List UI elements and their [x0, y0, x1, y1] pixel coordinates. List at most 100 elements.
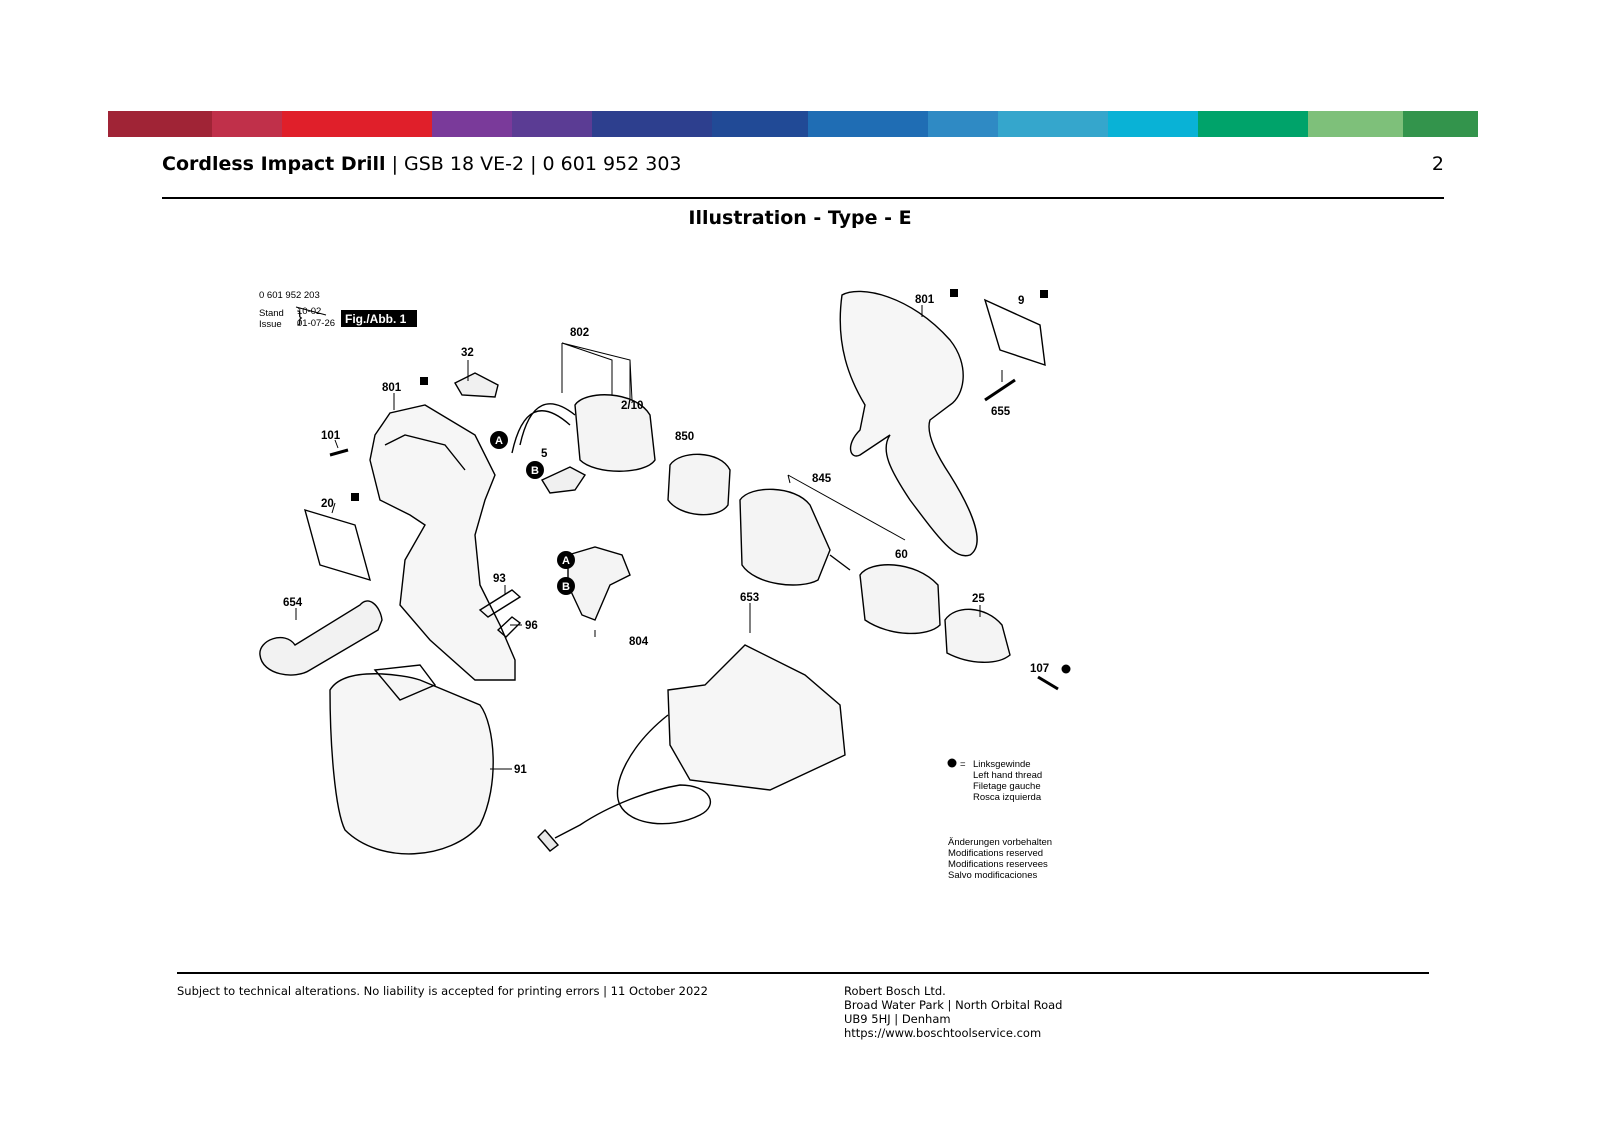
gear-ring-850	[667, 453, 731, 516]
marker-square-icon	[1040, 290, 1048, 298]
callout-801-left: 801	[382, 382, 402, 394]
connector-a-label: A	[495, 435, 503, 447]
band-segment	[1198, 111, 1308, 137]
band-segment	[1108, 111, 1198, 137]
fig-label-box	[341, 310, 417, 327]
diagram-code: 0 601 952 203	[259, 290, 320, 301]
brace-icon: }	[297, 309, 303, 326]
callout-101: 101	[321, 430, 341, 442]
connector-a-label: A	[562, 555, 570, 567]
callout-60: 60	[895, 549, 908, 561]
charger-cable	[554, 714, 712, 839]
leader-802	[561, 342, 633, 401]
address-line: UB9 5HJ | Denham	[844, 1012, 951, 1026]
connector-b-label: B	[531, 465, 539, 477]
address-line: Broad Water Park | North Orbital Road	[844, 998, 1063, 1012]
callout-845: 845	[812, 473, 832, 485]
footer-address: Robert Bosch Ltd. Broad Water Park | Nor…	[844, 984, 1062, 1040]
callout-96: 96	[525, 620, 538, 632]
drill-housing-right	[839, 290, 978, 557]
leader-845	[787, 474, 906, 541]
part-96	[496, 616, 522, 638]
marker-square-icon	[420, 377, 428, 385]
legend-equals: =	[960, 759, 966, 770]
connector-a-badge	[557, 551, 575, 569]
battery-contact	[373, 664, 437, 701]
strike-icon	[295, 306, 327, 316]
band-segment	[712, 111, 808, 137]
band-segment	[212, 111, 282, 137]
legend-line: Left hand thread	[973, 770, 1042, 781]
screw-101	[329, 448, 349, 457]
legend-line: Filetage gauche	[973, 781, 1041, 792]
leader-101	[334, 439, 339, 449]
footer-rule	[177, 972, 1429, 974]
callout-804: 804	[629, 636, 649, 648]
callout-802: 802	[570, 327, 589, 339]
screw-655	[984, 378, 1016, 402]
spindle	[829, 554, 851, 571]
part-5	[540, 466, 587, 494]
callout-25: 25	[972, 593, 985, 605]
exploded-parts-diagram: 0 601 952 203 Stand Issue } 10-02 01-07-…	[259, 289, 1071, 881]
leader-20	[331, 502, 336, 514]
band-segment	[1308, 111, 1403, 137]
document-header: Cordless Impact Drill | GSB 18 VE-2 | 0 …	[162, 150, 1444, 184]
brand-color-band	[108, 111, 1478, 137]
notes-line: Modifications reservees	[948, 859, 1048, 870]
connector-b-badge	[557, 577, 575, 595]
fig-label: Fig./Abb. 1	[345, 312, 407, 326]
band-segment	[282, 111, 432, 137]
callout-653: 653	[740, 592, 759, 604]
part-93	[478, 589, 522, 618]
gearbox-845	[739, 488, 831, 586]
notes-line: Modifications reserved	[948, 848, 1043, 859]
legend-line: Rosca izquierda	[973, 792, 1042, 803]
callout-107: 107	[1030, 663, 1049, 675]
company-name: Robert Bosch Ltd.	[844, 984, 946, 998]
callout-9: 9	[1018, 295, 1024, 307]
plug-icon	[537, 828, 560, 852]
callout-801-right: 801	[915, 294, 935, 306]
drill-housing-left	[369, 404, 516, 681]
clutch-60	[859, 564, 941, 635]
page-number: 2	[1431, 153, 1444, 175]
footer-disclaimer: Subject to technical alterations. No lia…	[177, 984, 708, 998]
label-plate-20	[303, 508, 372, 582]
band-segment	[808, 111, 928, 137]
callout-91: 91	[514, 764, 527, 776]
issue-label: Issue	[259, 319, 282, 330]
connector-b-label: B	[562, 581, 570, 593]
cap-32	[454, 372, 499, 398]
product-name: Cordless Impact Drill	[162, 153, 386, 175]
band-segment	[1403, 111, 1478, 137]
chuck-25	[944, 608, 1011, 663]
housing-ridge	[384, 434, 466, 471]
marker-square-icon	[351, 493, 359, 501]
illustration-title: Illustration - Type - E	[688, 207, 912, 229]
notes-line: Änderungen vorbehalten	[948, 837, 1052, 848]
motor-802	[574, 394, 656, 472]
left-thread-dot-icon	[1061, 664, 1071, 674]
band-segment	[512, 111, 592, 137]
connector-b-badge	[526, 461, 544, 479]
side-handle-654	[259, 600, 383, 676]
document-title: Cordless Impact Drill | GSB 18 VE-2 | 0 …	[162, 153, 682, 175]
callout-654: 654	[283, 597, 303, 609]
legend-line: Linksgewinde	[973, 759, 1031, 770]
callout-93: 93	[493, 573, 506, 585]
callout-5: 5	[541, 448, 548, 460]
stand-date: 10-02	[297, 306, 321, 317]
band-segment	[108, 111, 212, 137]
callout-2-10: 2/10	[621, 400, 643, 412]
header-rule	[162, 197, 1444, 199]
label-plate-9	[983, 298, 1046, 367]
screw-107	[1037, 675, 1059, 691]
website-link[interactable]: https://www.boschtoolservice.com	[844, 1026, 1042, 1040]
motor-wires	[511, 403, 576, 454]
issue-date: 01-07-26	[297, 318, 335, 329]
callout-850: 850	[675, 431, 694, 443]
band-segment	[592, 111, 712, 137]
battery-91	[329, 673, 494, 855]
stand-label: Stand	[259, 308, 284, 319]
